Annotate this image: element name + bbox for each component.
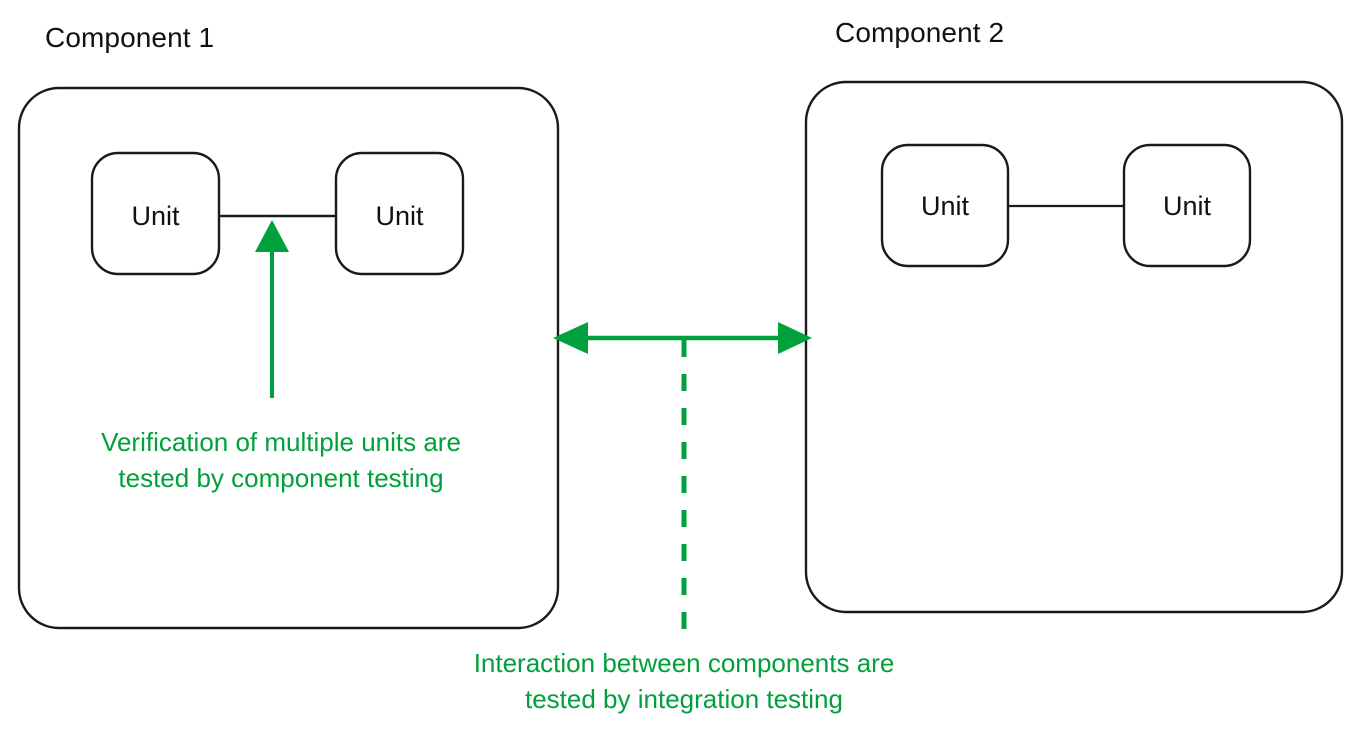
component-2-boundary <box>804 80 1344 614</box>
component-1-unit-1-label: Unit <box>131 201 180 231</box>
component-2-unit-1-label: Unit <box>920 191 969 221</box>
component-1-boundary <box>17 86 560 630</box>
component-testing-annotation: Verification of multiple units are teste… <box>41 424 521 496</box>
component-1-title: Component 1 <box>45 22 215 53</box>
component-testing-annotation-line-1: Verification of multiple units are <box>101 427 461 457</box>
component-testing-annotation-line-2: tested by component testing <box>118 463 444 493</box>
component-1-unit-2-label: Unit <box>375 201 424 231</box>
component-testing-arrow-icon <box>255 220 289 398</box>
component-2-title: Component 2 <box>835 17 1005 48</box>
component-1-unit-1-box <box>90 151 221 276</box>
component-1-unit-2-box <box>334 151 465 276</box>
integration-testing-annotation-line-2: tested by integration testing <box>525 684 843 714</box>
component-2-unit-2-label: Unit <box>1162 191 1211 221</box>
integration-testing-annotation: Interaction between components are teste… <box>432 645 936 717</box>
integration-testing-annotation-line-1: Interaction between components are <box>473 648 895 678</box>
integration-testing-double-arrow-icon <box>553 322 812 354</box>
